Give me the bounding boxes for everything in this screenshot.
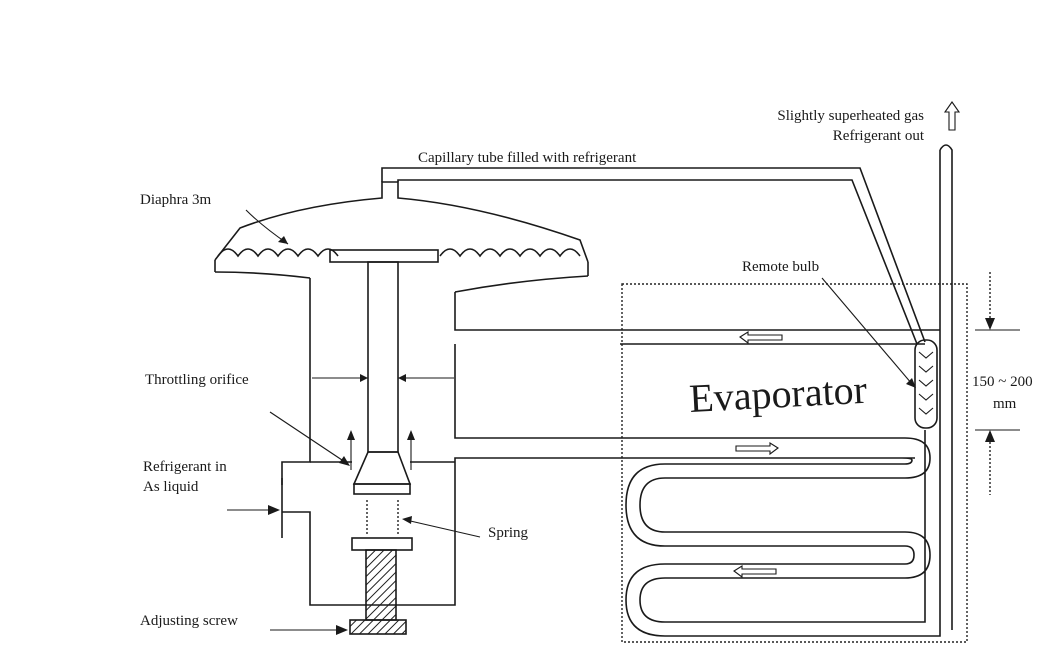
evaporator-coil bbox=[620, 430, 931, 623]
remote-bulb-icon bbox=[914, 339, 938, 429]
refrigerant-out-label: Refrigerant out bbox=[833, 128, 925, 144]
orifice-dimension bbox=[312, 374, 454, 382]
adjusting-screw-label: Adjusting screw bbox=[140, 613, 238, 629]
outlet-arrow-icon bbox=[943, 101, 961, 131]
diaphragm-housing bbox=[214, 181, 589, 293]
diaphragm-wave bbox=[217, 248, 581, 258]
spring-plate bbox=[351, 537, 413, 551]
adjusting-screw-shaft bbox=[365, 549, 397, 621]
outlet-pipe bbox=[939, 144, 953, 630]
spring-label: Spring bbox=[488, 525, 529, 541]
throttling-orifice-label: Throttling orifice bbox=[145, 372, 249, 388]
capillary-label: Capillary tube filled with refrigerant bbox=[418, 150, 637, 166]
adjusting-screw-head bbox=[349, 619, 407, 635]
flow-arrows bbox=[347, 430, 415, 470]
distance-unit-label: mm bbox=[993, 396, 1017, 412]
evaporator-box bbox=[621, 283, 968, 643]
valve-body bbox=[281, 278, 620, 606]
leader-lines bbox=[227, 209, 916, 635]
capillary-tube bbox=[381, 167, 926, 345]
remote-bulb-label: Remote bulb bbox=[742, 259, 819, 275]
gas-out-label: Slightly superheated gas bbox=[777, 108, 924, 124]
as-liquid-label: As liquid bbox=[143, 479, 199, 495]
spring-coil bbox=[366, 500, 399, 536]
valve-stem bbox=[367, 261, 399, 453]
valve-seat bbox=[353, 483, 411, 495]
valve-needle bbox=[352, 451, 412, 485]
coil-flow-arrow-icon bbox=[733, 565, 777, 579]
diaphragm-label: Diaphra 3m bbox=[140, 192, 212, 208]
diaphragm-plate bbox=[329, 249, 439, 263]
refrigerant-in-label: Refrigerant in bbox=[143, 459, 227, 475]
supply-flow-arrow-icon bbox=[735, 442, 779, 456]
distance-value-label: 150 ~ 200 bbox=[972, 374, 1033, 390]
evaporator-label: Evaporator bbox=[688, 367, 868, 421]
return-flow-arrow-icon bbox=[739, 331, 783, 345]
distance-dimension bbox=[975, 272, 1020, 495]
